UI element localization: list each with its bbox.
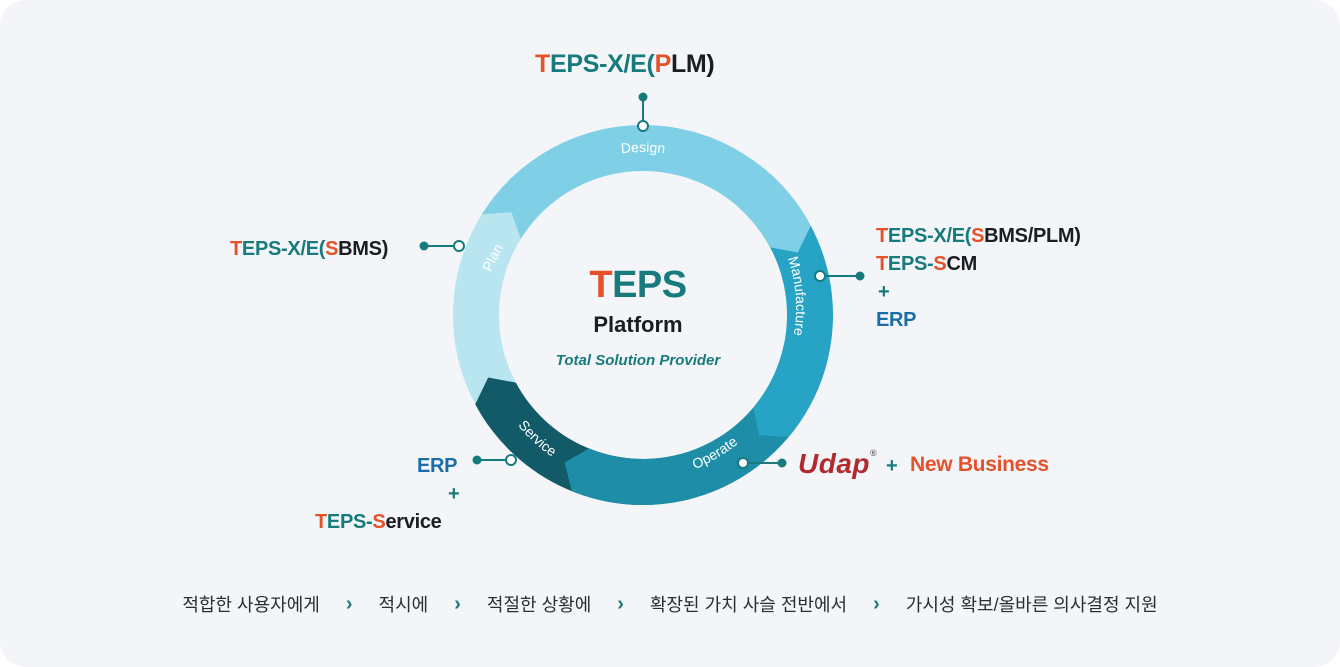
label-right-line1-part1: T bbox=[876, 225, 888, 247]
label-bottom-left-erp: ERP bbox=[417, 455, 458, 477]
flow-step-5: 가시성 확보/올바른 의사결정 지원 bbox=[905, 595, 1158, 615]
udap-registered-mark: ® bbox=[870, 448, 878, 458]
value-flow: 적합한 사용자에게 › 적시에 › 적절한 상황에 › 확장된 가치 사슬 전반… bbox=[0, 591, 1340, 617]
udap-logo: Udap® bbox=[798, 448, 877, 480]
flow-step-3: 적절한 상황에 bbox=[486, 595, 592, 615]
label-top-part4: LM) bbox=[670, 50, 715, 78]
label-right-line1-part3: S bbox=[971, 225, 985, 247]
segment-label-design: Design bbox=[620, 139, 666, 156]
udap-logo-text: Udap bbox=[798, 448, 870, 479]
chevron-right-icon: › bbox=[454, 592, 461, 615]
connectors bbox=[419, 92, 865, 468]
label-right-line1-part2: EPS-X/E( bbox=[887, 225, 972, 247]
center-title-initial: T bbox=[589, 264, 613, 306]
label-bottom-right-plus: + bbox=[886, 455, 898, 477]
ring-segment-design bbox=[481, 124, 811, 253]
label-left-part3: S bbox=[325, 238, 339, 260]
cycle-ring bbox=[452, 124, 833, 506]
label-left-part1: T bbox=[230, 238, 242, 260]
label-service-part3: S bbox=[372, 511, 386, 533]
label-service-part2: EPS- bbox=[326, 511, 373, 533]
ring-segment-operate bbox=[564, 344, 829, 505]
label-left-part2: EPS-X/E( bbox=[241, 238, 326, 260]
label-new-business: New Business bbox=[910, 453, 1049, 476]
center-title-text: TEPS bbox=[589, 264, 687, 306]
label-right-line2-part3: S bbox=[933, 253, 947, 275]
center-title: TTEPS bbox=[538, 264, 738, 307]
center-tagline: Total Solution Provider bbox=[555, 352, 721, 369]
label-top-part1: T bbox=[535, 50, 550, 78]
label-service-part4: ervice bbox=[385, 511, 442, 533]
label-right-line1: TEPS-X/E(SBMS/PLM) bbox=[876, 222, 1081, 250]
flow-step-2: 적시에 bbox=[378, 595, 429, 615]
center-subtitle: Platform bbox=[593, 312, 683, 337]
label-left-sbms: TEPS-X/E(SBMS) bbox=[230, 235, 388, 263]
chevron-right-icon: › bbox=[617, 592, 624, 615]
chevron-right-icon: › bbox=[345, 592, 353, 615]
label-right-line2-part2: EPS- bbox=[887, 253, 934, 275]
chevron-right-icon: › bbox=[873, 592, 880, 615]
label-right-line2-part1: T bbox=[876, 253, 888, 275]
connector-nodes bbox=[453, 120, 826, 469]
label-top-part2: EPS-X/E( bbox=[549, 50, 655, 78]
label-bottom-left-plus: + bbox=[448, 483, 460, 505]
label-service-part1: T bbox=[315, 511, 327, 533]
label-right-line2: TEPS-SCM bbox=[876, 250, 977, 278]
label-right-erp: ERP bbox=[876, 309, 917, 331]
label-right-plus: + bbox=[878, 281, 890, 303]
label-right-line2-part4: CM bbox=[946, 253, 977, 275]
label-top-plm: TEPS-X/E(PLM) bbox=[535, 50, 715, 78]
label-right-line1-part4: BMS/PLM) bbox=[984, 225, 1081, 247]
flow-step-4: 확장된 가치 사슬 전반에서 bbox=[649, 595, 848, 615]
label-left-part4: BMS) bbox=[338, 238, 389, 260]
ring-segment-manufacture bbox=[739, 173, 833, 438]
center-title-rest: EPS bbox=[612, 264, 687, 306]
flow-step-1: 적합한 사용자에게 bbox=[182, 595, 320, 615]
label-bottom-left-service: TEPS-Service bbox=[315, 508, 442, 536]
label-top-part3: P bbox=[654, 50, 672, 78]
